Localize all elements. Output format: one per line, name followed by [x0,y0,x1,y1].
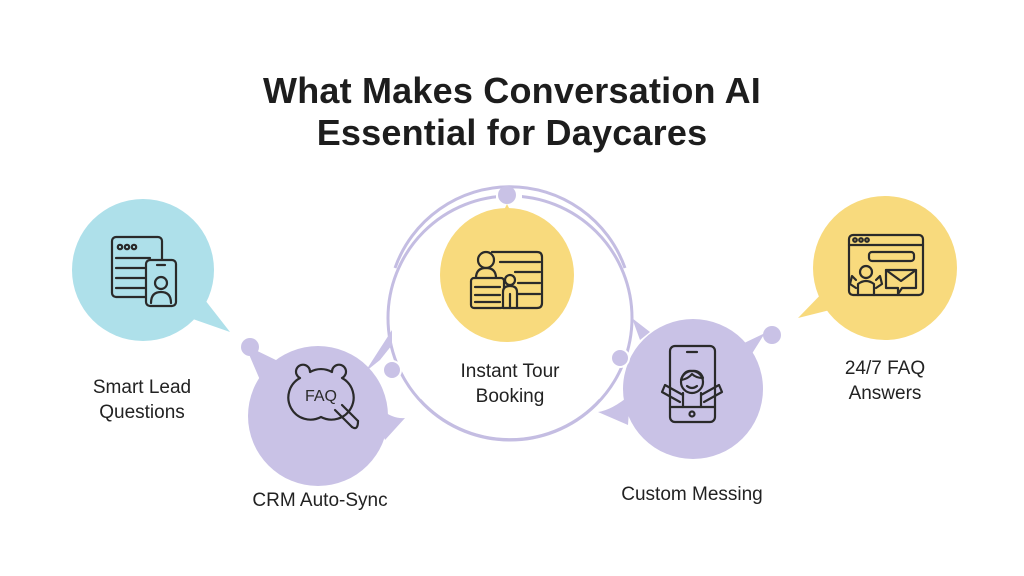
label-line: Instant Tour [460,361,560,382]
label-line: Custom Messing [621,484,763,505]
title-line-1: What Makes Conversation AI [263,70,761,111]
connector-dot [763,326,781,344]
label-line: CRM Auto-Sync [252,490,388,511]
faq-magnifier-icon: FAQ [287,363,360,430]
connector-dot [498,186,516,204]
label-crm-sync: CRM Auto-Sync [225,488,415,513]
svg-text:FAQ: FAQ [305,388,337,405]
browser-phone-profile-icon [110,235,178,308]
page-title: What Makes Conversation AI Essential for… [0,70,1024,154]
label-instant-tour: Instant Tour Booking [430,359,590,409]
label-line: Questions [99,402,185,423]
label-smart-lead: Smart Lead Questions [62,375,222,425]
tour-booking-desk-icon [469,250,544,310]
label-line: Answers [848,383,922,404]
label-custom-messaging: Custom Messing [597,482,787,507]
node-smart-lead-bubble [72,199,230,341]
connector-dot [382,360,402,380]
node-faq-answers-bubble [798,196,957,340]
label-line: Booking [475,386,545,407]
title-line-2: Essential for Daycares [316,112,708,153]
connector-dot [610,348,630,368]
label-line: Smart Lead [92,377,192,398]
label-line: 24/7 FAQ [844,358,926,379]
phone-child-icon [660,344,724,424]
browser-chat-message-icon [847,233,925,297]
label-faq-answers: 24/7 FAQ Answers [805,356,965,406]
node-crm-sync-bubble [245,330,405,486]
